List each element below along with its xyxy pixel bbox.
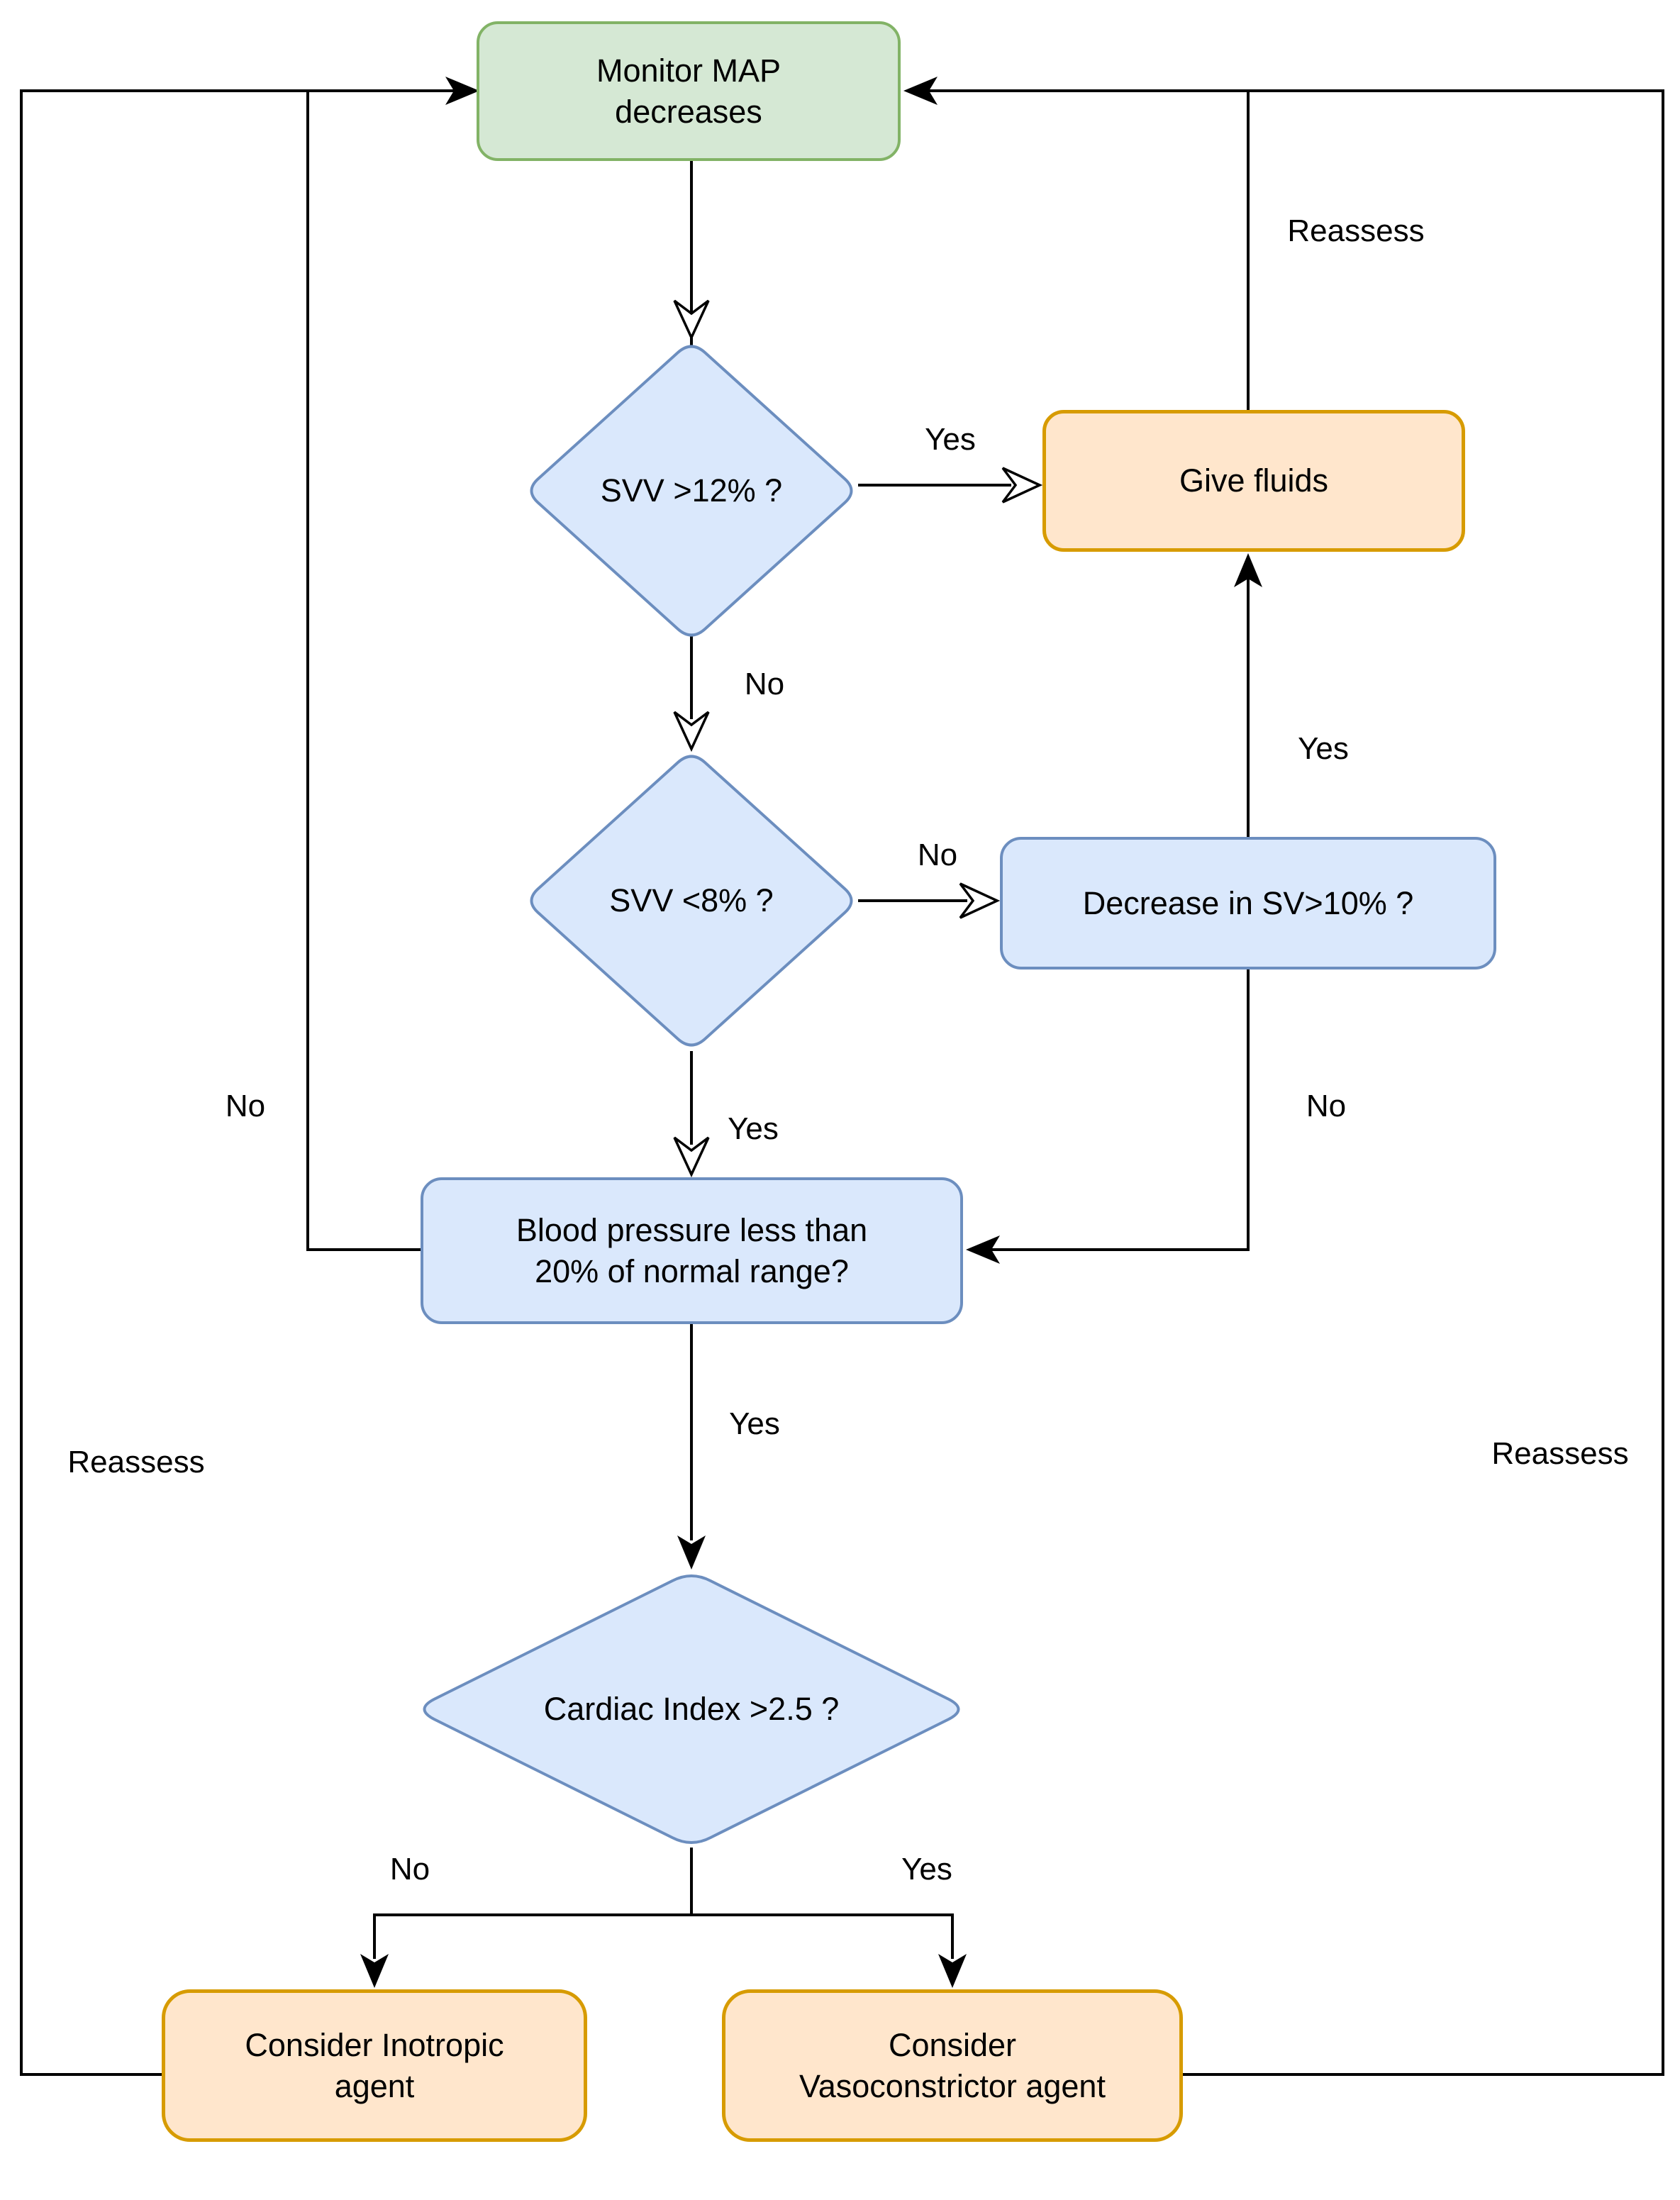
node-sv-decrease: Decrease in SV>10% ?	[1000, 837, 1496, 970]
open-arrow-into-svdecrease	[959, 882, 1001, 919]
node-monitor-map: Monitor MAP decreases	[477, 21, 901, 161]
edge-reassess-left-loop	[20, 89, 455, 2076]
open-arrow-into-svv12	[673, 299, 710, 341]
edge-label-no-svv8: No	[913, 838, 962, 872]
edge-label-yes-cardiac: Yes	[897, 1852, 957, 1887]
arrow-into-monitor-left	[445, 77, 479, 105]
node-give-fluids: Give fluids	[1042, 410, 1465, 552]
arrow-into-fluids-bottom	[1234, 553, 1262, 587]
edge-label-no-svv12: No	[740, 667, 789, 701]
edge-label-no-bp: No	[221, 1089, 270, 1123]
arrow-into-bp-right	[966, 1235, 1000, 1264]
arrow-into-inotropic	[360, 1954, 389, 1988]
edge-label-reassess-left: Reassess	[63, 1445, 209, 1479]
edge-bp-monitor-no	[306, 89, 422, 1251]
node-consider-inotropic: Consider Inotropic agent	[162, 1989, 587, 2142]
open-arrow-into-fluids	[1001, 467, 1043, 504]
edge-label-yes-svv12: Yes	[920, 423, 980, 457]
arrow-into-monitor-right	[903, 77, 938, 105]
arrow-into-cardiac	[677, 1535, 706, 1570]
edge-label-no-svdecrease: No	[1301, 1089, 1351, 1123]
edge-label-yes-svv8: Yes	[723, 1112, 783, 1146]
edge-svdecrease-bp	[991, 968, 1250, 1251]
node-blood-pressure: Blood pressure less than 20% of normal r…	[421, 1177, 963, 1324]
edge-label-reassess-right: Reassess	[1487, 1437, 1633, 1471]
edge-label-yes-bp: Yes	[725, 1407, 784, 1441]
open-arrow-into-svv8	[673, 711, 710, 752]
edge-label-yes-svdecrease: Yes	[1294, 732, 1353, 766]
edge-label-reassess-top: Reassess	[1283, 214, 1429, 248]
open-arrow-into-bp-top	[673, 1136, 710, 1178]
arrow-into-vasoconstrictor	[938, 1954, 967, 1988]
edge-cardiac-branches	[373, 1848, 954, 1959]
diamond-svv8	[530, 755, 853, 1047]
edge-label-no-cardiac: No	[385, 1852, 435, 1887]
diamond-cardiac-index	[423, 1574, 960, 1844]
edge-reassess-right-loop	[928, 89, 1664, 2076]
diamond-svv12	[530, 345, 853, 637]
node-consider-vasoconstrictor: Consider Vasoconstrictor agent	[722, 1989, 1183, 2142]
